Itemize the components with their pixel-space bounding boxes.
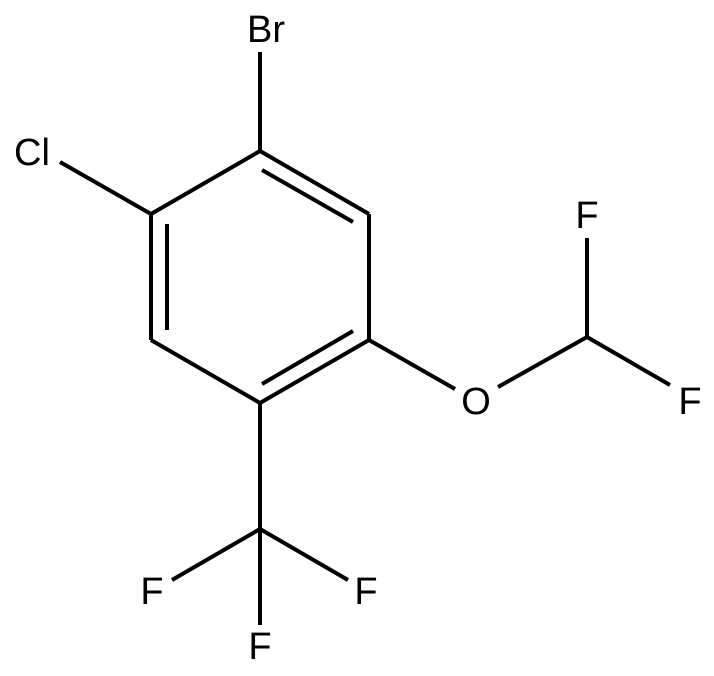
bond-o-chf2	[497, 335, 588, 389]
atom-label-f-cf3-left: F	[140, 571, 163, 613]
atom-label-f-cf3-right: F	[354, 571, 377, 613]
bond-c3-o	[368, 338, 456, 391]
bond-cf3-f-right	[258, 527, 350, 582]
atom-label-f-top: F	[575, 195, 598, 237]
ring-bond-c4-c5	[149, 338, 262, 405]
ring-bond-c3-c4	[258, 338, 371, 405]
atom-label-cl: Cl	[14, 132, 50, 174]
ring-bond-c6-c1	[149, 149, 262, 216]
atom-label-br: Br	[247, 9, 285, 51]
ring-bond-c3-c4-inner	[260, 329, 355, 386]
ring-bond-c1-c2	[258, 149, 371, 216]
atom-label-f-cf3-bottom: F	[248, 626, 271, 668]
bond-c6-cl	[59, 160, 152, 216]
bond-cf3-f-left	[170, 527, 262, 582]
bond-chf2-f-right	[585, 335, 672, 387]
atom-label-o: O	[461, 381, 491, 423]
ring-bond-c1-c2-inner	[261, 168, 354, 224]
atom-label-f-right: F	[678, 381, 701, 423]
